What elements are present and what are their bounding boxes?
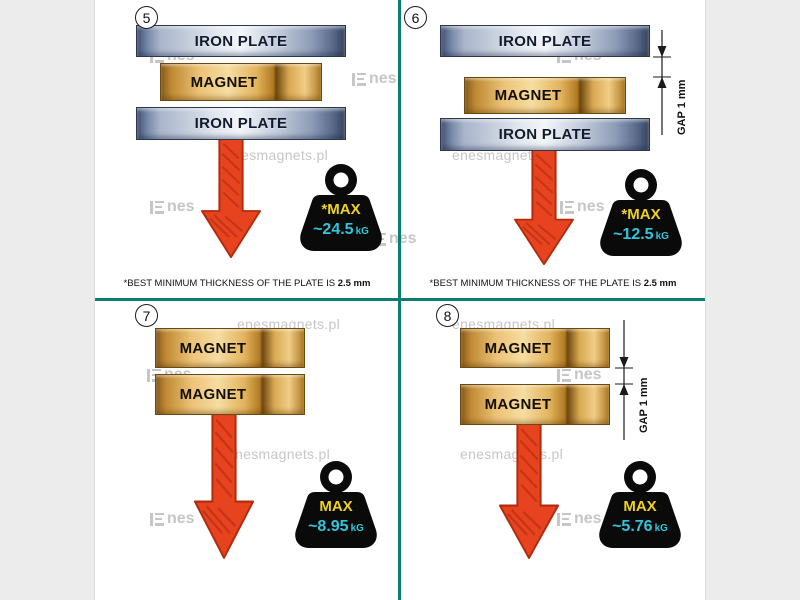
enes-logo-icon: nes — [557, 510, 602, 528]
magnet-label: MAGNET — [179, 339, 247, 357]
magnet-block-top: MAGNET — [460, 328, 610, 368]
enes-logo-icon: nes — [150, 198, 195, 216]
step-number-6: 6 — [404, 6, 427, 29]
watermark-url: enesmagnets.pl — [227, 446, 331, 462]
weight-unit: kG — [355, 226, 369, 237]
kettlebell-icon — [295, 461, 377, 548]
enes-logo-icon: nes — [560, 198, 605, 216]
weight-max-label: MAX — [319, 498, 353, 515]
iron-plate-top: IRON PLATE — [440, 25, 650, 57]
magnet-label: MAGNET — [190, 73, 258, 91]
plate-thickness-footnote: *BEST MINIMUM THICKNESS OF THE PLATE IS … — [123, 278, 371, 289]
weight-unit: kG — [350, 523, 364, 534]
magnet-block-top: MAGNET — [155, 328, 305, 368]
pull-force-arrow-icon — [193, 414, 255, 559]
iron-plate-bottom-label: IRON PLATE — [194, 115, 288, 132]
magnet-block-bottom: MAGNET — [155, 374, 305, 415]
magnet-label: MAGNET — [484, 396, 552, 413]
magnet-block: MAGNET — [464, 77, 626, 114]
iron-plate-top-label: IRON PLATE — [498, 32, 592, 50]
kettlebell-icon — [300, 164, 382, 251]
magnet-block-bottom: MAGNET — [460, 384, 610, 425]
step-number-7: 7 — [135, 304, 158, 327]
watermark-url: enesmagnets.pl — [452, 147, 556, 163]
gap-dimension-lines — [615, 320, 633, 440]
iron-plate-top: IRON PLATE — [136, 25, 346, 57]
iron-plate-bottom: IRON PLATE — [440, 118, 650, 151]
left-margin — [0, 0, 95, 600]
kettlebell-icon — [600, 169, 682, 256]
step-number-8: 8 — [436, 304, 459, 327]
iron-plate-top-label: IRON PLATE — [194, 32, 288, 50]
pull-force-arrow-icon — [498, 424, 560, 559]
weight-max-label: *MAX — [321, 201, 361, 218]
gap-dimension-lines — [653, 30, 671, 135]
kettlebell-icon — [599, 461, 681, 548]
magnet-label: MAGNET — [494, 87, 562, 104]
weight-unit: kG — [654, 523, 668, 534]
step-number-5: 5 — [135, 6, 158, 29]
weight-unit: kG — [655, 231, 669, 242]
weight-max-label: *MAX — [621, 206, 661, 223]
magnet-label: MAGNET — [179, 386, 247, 403]
pull-force-arrow-icon — [513, 150, 575, 266]
watermark-url: enesmagnets.pl — [225, 147, 329, 163]
magnet-block: MAGNET — [160, 63, 322, 101]
pull-force-arrow-icon — [200, 139, 262, 259]
enes-logo-icon: nes — [557, 366, 602, 384]
enes-logo-icon: nes — [352, 70, 397, 88]
magnet-label: MAGNET — [484, 339, 552, 357]
plate-thickness-footnote: *BEST MINIMUM THICKNESS OF THE PLATE IS … — [429, 278, 677, 289]
right-margin — [705, 0, 800, 600]
enes-logo-icon: nes — [150, 510, 195, 528]
gap-label: GAP 1 mm — [676, 79, 688, 135]
weight-max-label: MAX — [623, 498, 657, 515]
horizontal-divider — [95, 298, 705, 301]
gap-label: GAP 1 mm — [638, 377, 650, 433]
iron-plate-bottom: IRON PLATE — [136, 107, 346, 140]
iron-plate-bottom-label: IRON PLATE — [498, 126, 592, 143]
